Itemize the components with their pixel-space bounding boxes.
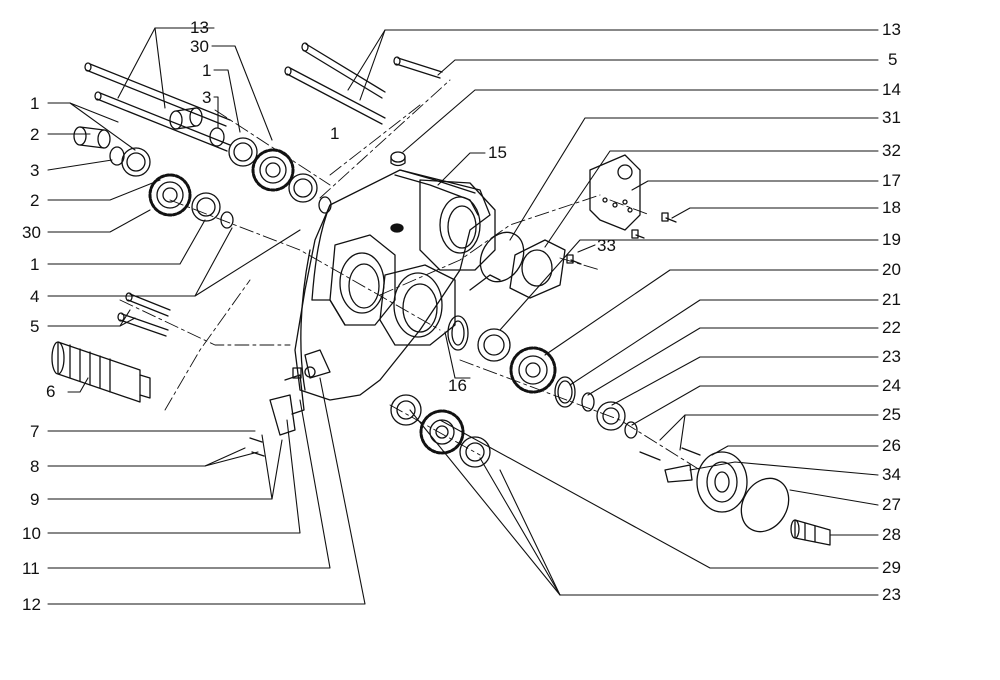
callout-33: 33 <box>597 236 616 255</box>
callout-19: 19 <box>882 230 901 249</box>
callout-30b: 30 <box>190 37 209 56</box>
callout-1c: 1 <box>202 61 212 80</box>
callout-32: 32 <box>882 141 901 160</box>
callout-16: 16 <box>448 376 467 395</box>
callout-8: 8 <box>30 457 40 476</box>
callout-13b: 13 <box>882 20 901 39</box>
long-bolts <box>85 43 442 336</box>
callout-23b: 23 <box>882 585 901 604</box>
spacer-tubes <box>74 108 202 148</box>
splined-shafts <box>52 342 830 545</box>
linkage-parts <box>270 367 692 482</box>
callout-18: 18 <box>882 198 901 217</box>
callout-34: 34 <box>882 465 901 484</box>
callout-28: 28 <box>882 525 901 544</box>
callout-5b: 5 <box>888 50 898 69</box>
callout-25: 25 <box>882 405 901 424</box>
callout-5a: 5 <box>30 317 40 336</box>
callout-12: 12 <box>22 595 41 614</box>
callout-6: 6 <box>46 382 56 401</box>
callout-7: 7 <box>30 422 40 441</box>
callout-1b: 1 <box>30 255 40 274</box>
small-bolts <box>250 213 700 460</box>
callout-3b: 3 <box>202 88 212 107</box>
callout-30a: 30 <box>22 223 41 242</box>
callout-2b: 2 <box>30 191 40 210</box>
callout-15: 15 <box>488 143 507 162</box>
callout-20: 20 <box>882 260 901 279</box>
callout-23a: 23 <box>882 347 901 366</box>
callout-14: 14 <box>882 80 901 99</box>
leader-lines <box>47 27 879 605</box>
callout-22: 22 <box>882 318 901 337</box>
callout-1a: 1 <box>30 94 40 113</box>
callout-17: 17 <box>882 171 901 190</box>
callout-24: 24 <box>882 376 901 395</box>
callout-9: 9 <box>30 490 40 509</box>
bearings <box>122 138 625 467</box>
callout-3a: 3 <box>30 161 40 180</box>
gear-housing <box>295 170 500 400</box>
callout-29: 29 <box>882 558 901 577</box>
callout-11: 11 <box>22 559 40 578</box>
callout-1d: 1 <box>330 124 340 143</box>
callout-4: 4 <box>30 287 40 306</box>
covers <box>391 152 747 512</box>
callout-13a: 13 <box>190 18 209 37</box>
callout-26: 26 <box>882 436 901 455</box>
callout-31: 31 <box>882 108 901 127</box>
callout-27: 27 <box>882 495 901 514</box>
callout-10: 10 <box>22 524 41 543</box>
callout-2a: 2 <box>30 125 40 144</box>
gears <box>150 150 555 453</box>
callout-21: 21 <box>882 290 901 309</box>
rings <box>110 128 798 540</box>
